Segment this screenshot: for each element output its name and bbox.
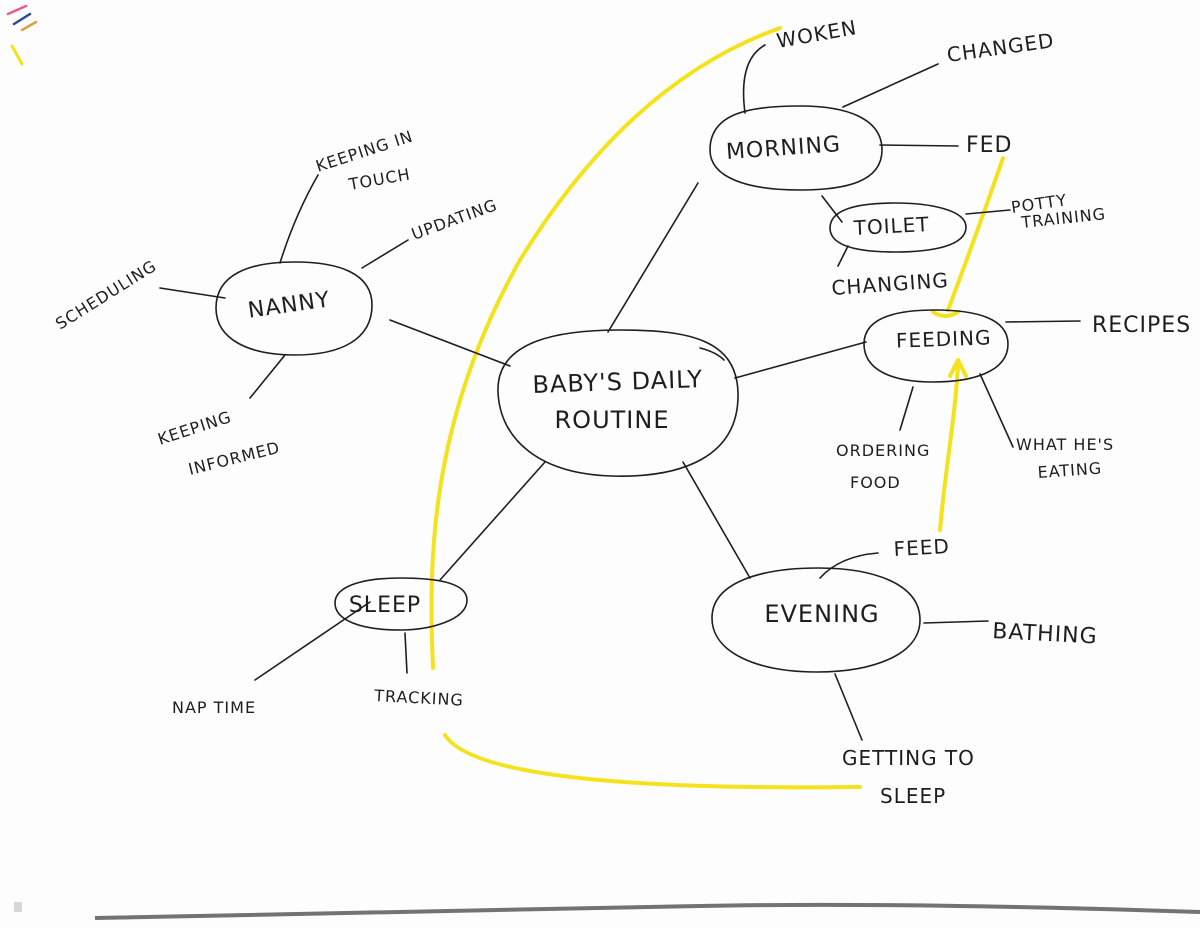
node-feeding: FEEDING: [896, 325, 992, 352]
leaf-tracking: TRACKING: [373, 686, 465, 710]
central-topic-line1: BABY'S DAILY: [532, 365, 703, 399]
highlight-fed-to-feeding: [946, 156, 1005, 312]
leaf-ordering-line1: ORDERING: [836, 441, 930, 460]
central-ellipse: [497, 329, 739, 477]
leaf-keeping-informed-line2: INFORMED: [186, 438, 282, 479]
leaf-naptime: NAP TIME: [172, 698, 256, 717]
board-edge: [94, 902, 1200, 920]
marker-swatch-icon: [6, 4, 38, 66]
morning-ellipse: [709, 105, 883, 191]
leaf-changed: CHANGED: [945, 28, 1055, 67]
leaf-ordering-line2: FOOD: [850, 473, 901, 492]
node-sleep: SLEEP: [349, 593, 421, 618]
central-topic-line2: ROUTINE: [555, 406, 670, 434]
node-morning: MORNING: [725, 132, 842, 165]
board-clip-icon: [14, 902, 22, 912]
leaf-changing: CHANGING: [831, 268, 950, 300]
leaf-woken: WOKEN: [775, 15, 859, 53]
toilet-ellipse: [829, 202, 967, 253]
evening-ellipse: [711, 567, 921, 673]
leaf-scheduling: SCHEDULING: [52, 256, 160, 333]
node-evening: EVENING: [764, 600, 879, 628]
leaf-updating: UPDATING: [409, 195, 500, 244]
sleep-ellipse: [334, 577, 468, 631]
leaf-keeping-touch-line2: TOUCH: [346, 164, 412, 194]
leaf-gettosleep-line1: GETTING TO: [842, 746, 975, 770]
highlight-sleep-to-woken: [429, 26, 782, 670]
node-nanny: NANNY: [246, 287, 332, 323]
highlight-tracking-to-getting-to-sleep: [443, 733, 862, 790]
leaf-bathing: BATHING: [992, 619, 1099, 649]
connectors: [159, 44, 1081, 741]
leaf-whathes-line1: WHAT HE'S: [1016, 435, 1114, 454]
feeding-ellipse: [863, 309, 1009, 383]
leaf-keeping-informed-line1: KEEPING: [155, 407, 234, 449]
nanny-ellipse: [215, 261, 373, 356]
leaf-fed: FED: [966, 133, 1013, 158]
node-toilet: TOILET: [852, 212, 930, 240]
leaf-feed: FEED: [893, 534, 950, 561]
leaf-recipes: RECIPES: [1092, 313, 1191, 338]
highlight-feed-to-feeding: [938, 363, 960, 532]
highlight-feeding-underline: [931, 310, 960, 318]
leaf-whathes-line2: EATING: [1037, 459, 1103, 482]
leaf-gettosleep-line2: SLEEP: [880, 784, 946, 808]
node-ellipses: [215, 105, 1009, 673]
highlight-arrowhead: [948, 358, 968, 378]
